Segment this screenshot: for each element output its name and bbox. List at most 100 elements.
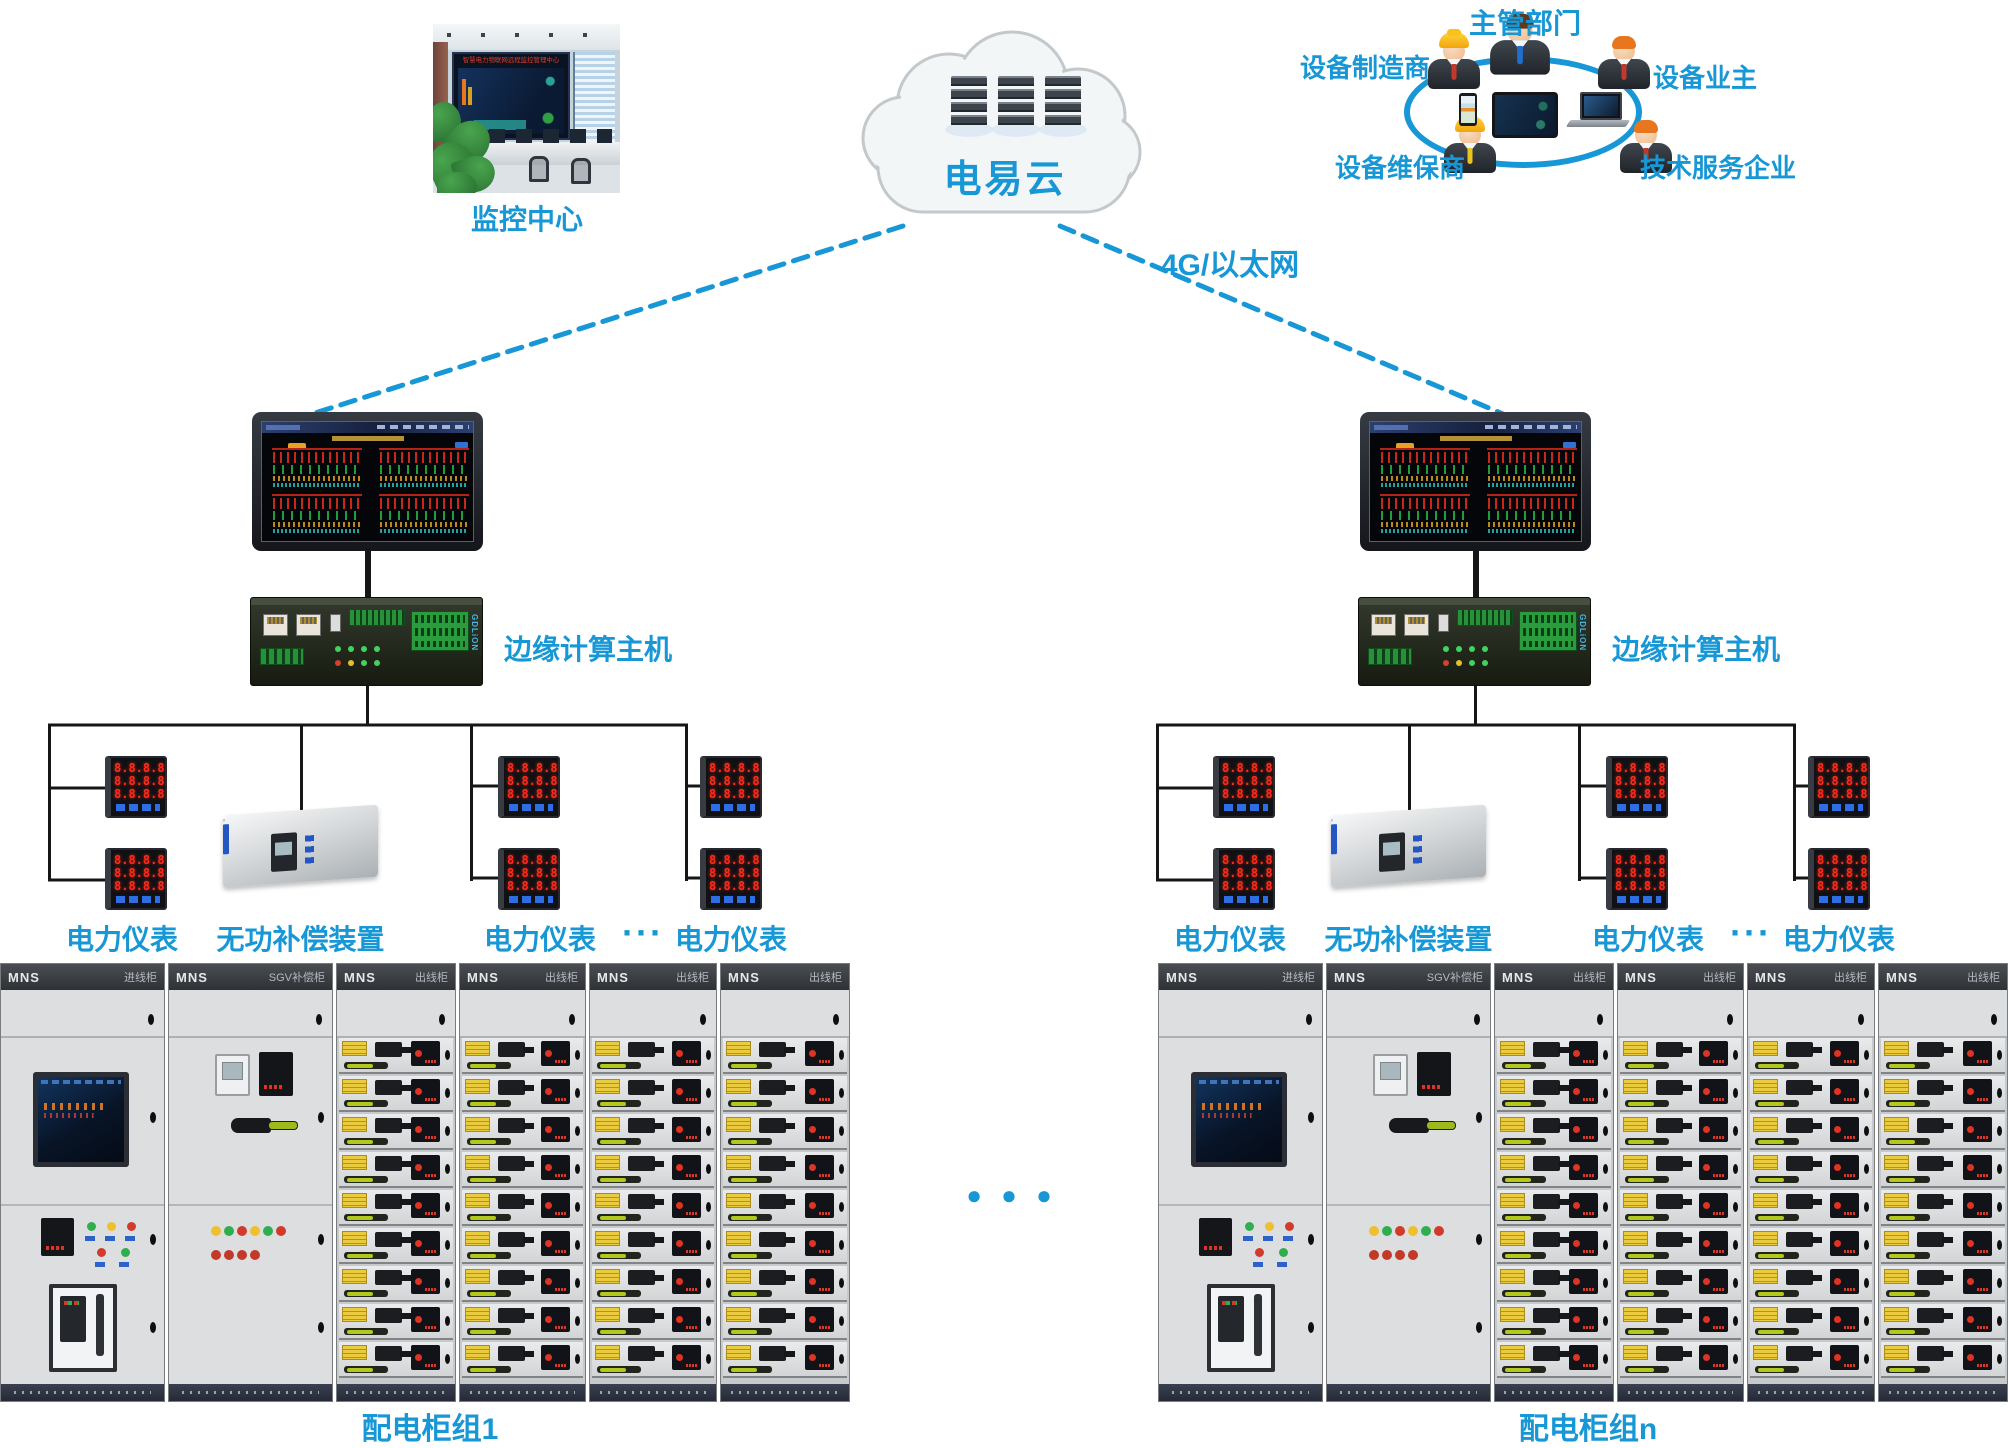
drawer-handle xyxy=(344,1100,388,1107)
drawer-meter-display xyxy=(805,1345,834,1370)
drawer-handle xyxy=(597,1100,641,1107)
drawer-handle xyxy=(467,1062,511,1069)
circuit-name-tag xyxy=(1884,1079,1909,1094)
circuit-name-tag xyxy=(726,1117,751,1132)
feeder-drawer-unit xyxy=(1620,1190,1741,1224)
feeder-drawer-unit xyxy=(1497,1266,1611,1300)
cabinet-type-label: 出线柜 xyxy=(809,972,842,984)
drawer-latch-hole xyxy=(839,1202,844,1212)
drawer-breaker xyxy=(1533,1118,1569,1133)
circuit-name-tag xyxy=(1623,1345,1648,1360)
more-meters-ellipsis: ··· xyxy=(622,912,664,953)
meter-display-row: 8.8.8.8 xyxy=(1615,879,1666,893)
meter-display-row: 8.8.8.8 xyxy=(1817,774,1868,788)
stakeholder-label-top: 主管部门 xyxy=(1468,8,1581,39)
circuit-name-tag xyxy=(342,1193,367,1208)
feeder-drawer-unit xyxy=(592,1152,714,1186)
drawer-latch-hole xyxy=(575,1354,580,1364)
stakeholder-label-right: 设备业主 xyxy=(1652,63,1757,93)
feeder-drawer-unit xyxy=(1881,1304,2005,1338)
drawer-latch-hole xyxy=(1603,1202,1608,1212)
main-breaker-unit xyxy=(49,1284,117,1372)
device-lcd xyxy=(271,832,297,873)
hair-icon xyxy=(1612,36,1636,49)
meter-display-row: 8.8.8.8 xyxy=(709,879,760,893)
drawer-breaker xyxy=(375,1042,411,1057)
feeder-drawer-unit xyxy=(1881,1114,2005,1148)
scada-status-button xyxy=(1396,443,1414,450)
drawer-breaker xyxy=(759,1308,795,1323)
drawer-latch-hole xyxy=(1864,1354,1869,1364)
circuit-name-tag xyxy=(1500,1307,1525,1322)
feeder-drawer-unit xyxy=(592,1038,714,1072)
drawer-latch-hole xyxy=(1733,1316,1738,1326)
drawer-handle xyxy=(1502,1252,1546,1259)
scada-screen xyxy=(1369,421,1582,542)
drawer-meter-display xyxy=(541,1117,570,1142)
drawer-breaker xyxy=(628,1270,664,1285)
drawer-meter-display xyxy=(1569,1231,1598,1256)
cabinet-body xyxy=(590,990,716,1384)
feeder-drawer-unit xyxy=(1620,1076,1741,1110)
meter-buttons xyxy=(1819,896,1863,903)
circuit-name-tag xyxy=(726,1079,751,1094)
breaker-handle xyxy=(231,1118,297,1133)
drawer-handle xyxy=(1886,1062,1930,1069)
drawer-breaker xyxy=(1533,1156,1569,1171)
circuit-name-tag xyxy=(465,1269,490,1284)
panel-meter xyxy=(1199,1218,1232,1256)
door-handle-hole xyxy=(1308,1112,1314,1123)
drawer-meter-display xyxy=(805,1041,834,1066)
circuit-name-tag xyxy=(1884,1231,1909,1246)
drawer-latch-hole xyxy=(706,1278,711,1288)
drawer-handle xyxy=(344,1366,388,1373)
feeder-drawer-unit xyxy=(592,1228,714,1262)
scada-title-bar xyxy=(331,436,404,441)
drawer-latch-hole xyxy=(445,1088,450,1098)
drawer-meter-display xyxy=(1830,1117,1859,1142)
drawer-meter-display xyxy=(1699,1193,1728,1218)
circuit-name-tag xyxy=(1884,1345,1909,1360)
scada-title-bar xyxy=(1439,436,1512,441)
drawer-breaker xyxy=(628,1346,664,1361)
drawer-latch-hole xyxy=(1603,1354,1608,1364)
cabinet-top-panel xyxy=(721,990,849,1038)
drawer-meter-display xyxy=(1699,1345,1728,1370)
meter-display-row: 8.8.8.8 xyxy=(709,866,760,880)
drawer-handle xyxy=(1755,1176,1799,1183)
drawer-breaker xyxy=(1656,1308,1692,1323)
drawer-latch-hole xyxy=(1603,1088,1608,1098)
circuit-name-tag xyxy=(465,1041,490,1056)
drawer-breaker xyxy=(1917,1308,1953,1323)
usb-port-icon xyxy=(330,614,341,632)
drawer-meter-display xyxy=(1830,1155,1859,1180)
drawer-breaker xyxy=(1656,1156,1692,1171)
drawer-meter-display xyxy=(1830,1193,1859,1218)
indicator-lights xyxy=(211,1250,221,1260)
drawer-meter-display xyxy=(411,1269,440,1294)
drawer-meter-display xyxy=(1699,1231,1728,1256)
circuit-name-tag xyxy=(595,1079,620,1094)
drawer-meter-display xyxy=(805,1079,834,1104)
meter-display-row: 8.8.8.8 xyxy=(1817,787,1868,801)
drawer-meter-display xyxy=(672,1193,701,1218)
drawer-breaker xyxy=(1533,1194,1569,1209)
drawer-latch-hole xyxy=(1997,1050,2002,1060)
feeder-drawer-unit xyxy=(592,1342,714,1376)
meter-display-row: 8.8.8.8 xyxy=(1615,787,1666,801)
server-stack-icon xyxy=(1045,76,1081,126)
feeder-drawer-unit xyxy=(339,1266,453,1300)
drawer-latch-hole xyxy=(1997,1240,2002,1250)
cabinet-type-label: 出线柜 xyxy=(1573,972,1606,984)
cabinet-base xyxy=(460,1384,585,1401)
server-stack-icon xyxy=(998,76,1034,126)
edge-host-label: 边缘计算主机 xyxy=(503,634,672,665)
drawer-latch-hole xyxy=(1603,1050,1608,1060)
feeder-drawer-unit xyxy=(1750,1190,1872,1224)
circuit-name-tag xyxy=(465,1345,490,1360)
